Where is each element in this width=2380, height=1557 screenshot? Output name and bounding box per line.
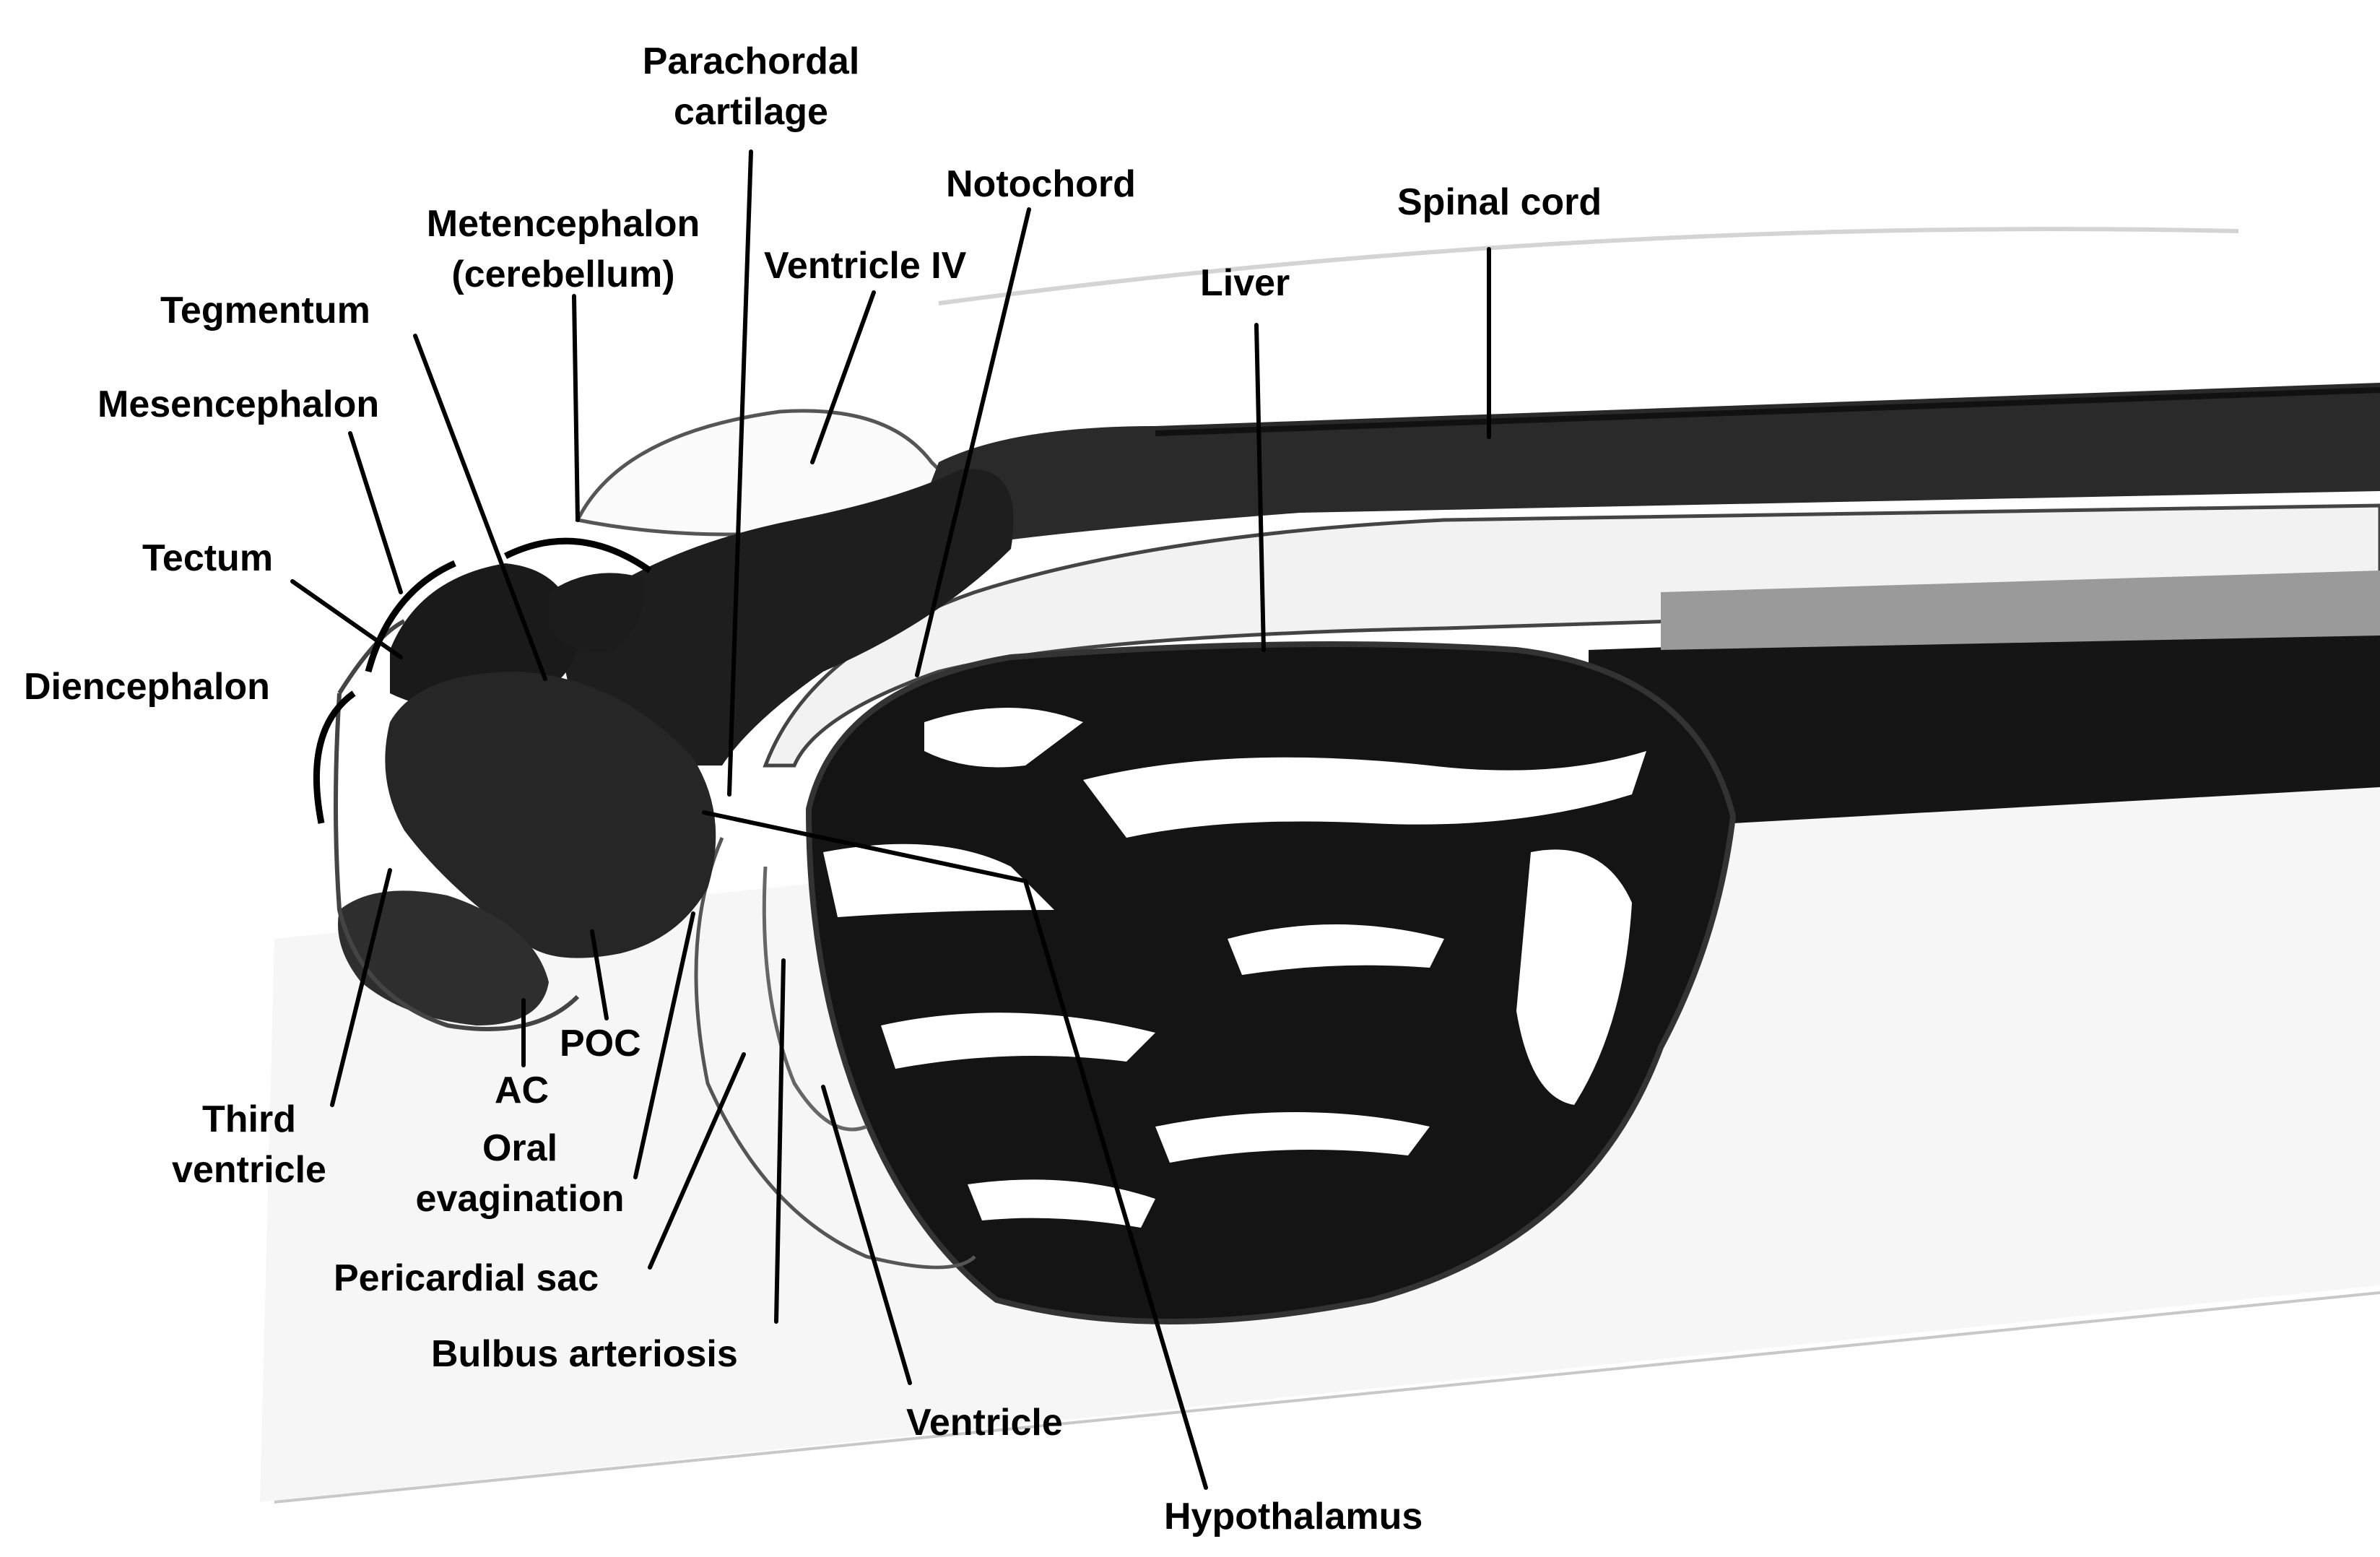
label-ventricle: Ventricle [906,1402,1063,1444]
head-ventral [338,890,549,1025]
cerebellum [549,573,644,651]
label-tectum: Tectum [142,537,274,579]
label-third-ventricle-line1: Third [202,1098,296,1140]
leader-pericardial [648,1052,746,1270]
yolk-cracks [823,708,1646,1228]
leader-bulbus [774,958,786,1324]
leader-oral [633,911,695,1179]
leader-parachordal [727,149,753,797]
label-third-ventricle-line2: ventricle [172,1149,326,1191]
leader-poc [590,929,609,1020]
leader-ventricle-iv [810,290,876,464]
brace-arcs [313,537,652,824]
leader-hypothalamus [702,810,1208,1490]
label-bulbus-arteriosis: Bulbus arteriosis [431,1333,738,1375]
leader-notochord [915,207,1031,677]
leader-liver [1254,323,1266,652]
label-metencephalon-line2: (cerebellum) [451,253,675,295]
brace-metencephalon [503,537,652,573]
label-tegmentum: Tegmentum [160,290,370,331]
label-oral-line2: evagination [415,1178,625,1220]
label-ac: AC [495,1070,550,1111]
pericardial-sac [694,837,976,1270]
label-oral-evagination: Oral evagination [416,1123,625,1224]
leader-lines [290,149,1491,1490]
label-ventricle-iv: Ventricle IV [764,245,967,287]
label-spinal-cord: Spinal cord [1397,181,1602,223]
label-notochord: Notochord [946,163,1136,205]
label-parachordal-line1: Parachordal [642,40,860,82]
label-diencephalon: Diencephalon [24,666,270,708]
label-poc: POC [560,1023,641,1064]
head-outline [575,409,949,537]
diencephalon-mass [385,672,716,958]
leader-ventricle [821,1085,912,1385]
label-oral-line1: Oral [482,1127,558,1169]
label-liver: Liver [1200,262,1290,304]
label-metencephalon-line1: Metencephalon [426,203,700,245]
hindbrain [563,469,1014,766]
label-parachordal-cartilage: Parachordal cartilage [643,36,860,137]
leader-third-ventricle [330,868,392,1107]
ventral-trunk [1589,621,2380,823]
label-third-ventricle: Third ventricle [172,1094,326,1195]
label-mesencephalon: Mesencephalon [97,383,380,425]
label-parachordal-line2: cartilage [674,91,828,133]
leader-tegmentum [413,334,547,681]
spinal-cord-band [903,383,2380,556]
label-metencephalon: Metencephalon (cerebellum) [427,199,700,300]
leader-metencephalon [572,294,580,522]
leader-mesencephalon [348,431,403,594]
label-pericardial-sac: Pericardial sac [334,1257,599,1299]
label-hypothalamus: Hypothalamus [1164,1496,1423,1538]
brace-tectum [365,560,456,673]
forebrain-outline [334,693,580,1031]
brace-diencephalon [313,690,356,824]
leader-tectum [290,579,403,659]
